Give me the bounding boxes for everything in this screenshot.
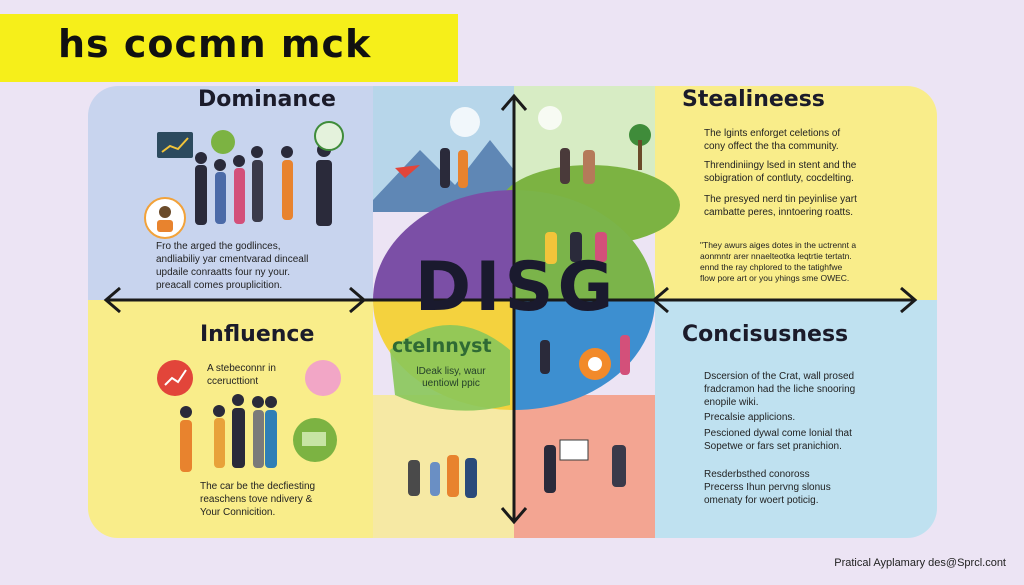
steadiness-text-4: "They awurs aiges dotes in the uctrennt … — [700, 240, 856, 284]
cloud — [450, 107, 480, 137]
people-group-dominance — [195, 143, 332, 226]
chevron-right-icon — [349, 286, 367, 314]
center-green-bush — [390, 325, 510, 411]
influence-text-1: A stebeconnr in cceructtiont — [207, 362, 276, 388]
people-group-center — [408, 148, 630, 498]
tree-trunk — [638, 140, 642, 170]
axis-arrows — [103, 93, 918, 525]
dominance-text: Fro the arged the godlinces, andliabiliy… — [156, 240, 308, 292]
steadiness-line: aonmntr arer nnaelteotka leqtrtie tertat… — [700, 251, 852, 261]
center-green-segment — [514, 190, 655, 300]
steadiness-line: Threndiniingy lsed in stent and the — [704, 160, 857, 171]
influence-line: Your Connicition. — [200, 507, 276, 518]
quadrant-conscientiousness — [655, 300, 937, 538]
conscientiousness-line: omenaty for woert poticig. — [704, 495, 819, 506]
conscientiousness-line: Resderbsthed conoross — [704, 469, 810, 480]
steadiness-line: "They awurs aiges dotes in the uctrennt … — [700, 240, 857, 250]
steadiness-text-1: The lgints enforget celetions of cony of… — [704, 127, 840, 153]
cloud — [538, 106, 562, 130]
steadiness-line: The lgints enforget celetions of — [704, 128, 841, 139]
conscientiousness-text-4: Resderbsthed conoross Precerss Ihun perv… — [704, 468, 831, 507]
banner-title: hs cocmn mck — [58, 22, 372, 66]
conscientiousness-text-3: Pescioned dywal come lonial that Sopetwe… — [704, 427, 852, 453]
influence-line: The car be the decfiesting — [200, 481, 316, 492]
globe-icon — [305, 360, 341, 396]
steadiness-line: The presyed nerd tin peyinlise yart — [704, 194, 857, 205]
conscientiousness-text-1: Dscersion of the Crat, wall prosed fradc… — [704, 370, 855, 409]
conscientiousness-line: Dscersion of the Crat, wall prosed — [704, 371, 855, 382]
dominance-line: andliabiliy yar cmentvarad dinceall — [156, 254, 309, 265]
arrow-right-icon — [900, 286, 918, 314]
steadiness-line: cony offect the tha community. — [704, 141, 839, 152]
conscientiousness-line: Sopetwe or fars set pranichion. — [704, 441, 842, 452]
arrow-down-icon — [500, 507, 528, 525]
influence-text-2: The car be the decfiesting reaschens tov… — [200, 480, 315, 519]
influence-line: reaschens tove ndivery & — [200, 494, 313, 505]
scene-bottom-left-bg — [373, 395, 514, 538]
title-banner: hs cocmn mck — [0, 14, 458, 82]
steadiness-text-2: Threndiniingy lsed in stent and the sobi… — [704, 159, 856, 185]
paper-plane-icon — [395, 165, 420, 178]
tree-top — [629, 124, 651, 146]
center-label: DISG — [414, 248, 618, 327]
arrow-up-icon — [500, 93, 528, 111]
center-purple-segment — [373, 190, 514, 300]
dominance-title: Dominance — [198, 87, 336, 112]
steadiness-line: flow pore art or you yhings sme OWEC. — [700, 273, 850, 283]
steadiness-line: ennd the ray chplored to the tatighfwe — [700, 262, 843, 272]
dominance-line: updaile conraatts four ny your. — [156, 267, 290, 278]
steadiness-text-3: The presyed nerd tin peyinlise yart camb… — [704, 193, 857, 219]
conscientiousness-title: Concisusness — [682, 322, 849, 347]
steadiness-title: Stealineess — [682, 87, 825, 112]
influence-title: Influence — [200, 322, 315, 347]
conscientiousness-line: Pescioned dywal come lonial that — [704, 428, 852, 439]
conscientiousness-line: Precerss Ihun pervng slonus — [704, 482, 831, 493]
growth-icon — [157, 360, 193, 396]
quadrant-influence — [88, 300, 373, 538]
chat-bubble-icon — [211, 130, 235, 154]
conscientiousness-text-2: Precalsie applicions. — [704, 411, 795, 424]
people-group-influence — [180, 394, 277, 472]
dominance-line: Fro the arged the godlinces, — [156, 241, 281, 252]
footer-credit: Pratical Ayplamary des@Sprcl.cont — [834, 557, 1006, 569]
chevron-left-icon — [651, 286, 669, 314]
center-sub-text: lDeak lisy, waur uentiowl ppic — [416, 366, 486, 389]
influence-line: cceructtiont — [207, 376, 259, 387]
conscientiousness-line: enopile wiki. — [704, 397, 759, 408]
plant-icon — [314, 121, 344, 151]
steadiness-line: cambatte peres, inntoering roatts. — [704, 207, 853, 218]
chart-board-icon — [157, 132, 193, 158]
influence-line: A stebeconnr in — [207, 363, 276, 374]
conscientiousness-line: Precalsie applicions. — [704, 412, 796, 423]
scene-bottom-right-bg — [514, 395, 655, 538]
dominance-line: preacall comes prouplicition. — [156, 280, 283, 291]
quadrant-steadiness — [655, 86, 937, 300]
arrow-left-icon — [103, 286, 121, 314]
center-sub-label: ctelnnyst — [392, 335, 492, 357]
conscientiousness-line: fradcramon had the liche snooring — [704, 384, 856, 395]
steadiness-line: sobigration of contluty, cocdelting. — [704, 173, 854, 184]
